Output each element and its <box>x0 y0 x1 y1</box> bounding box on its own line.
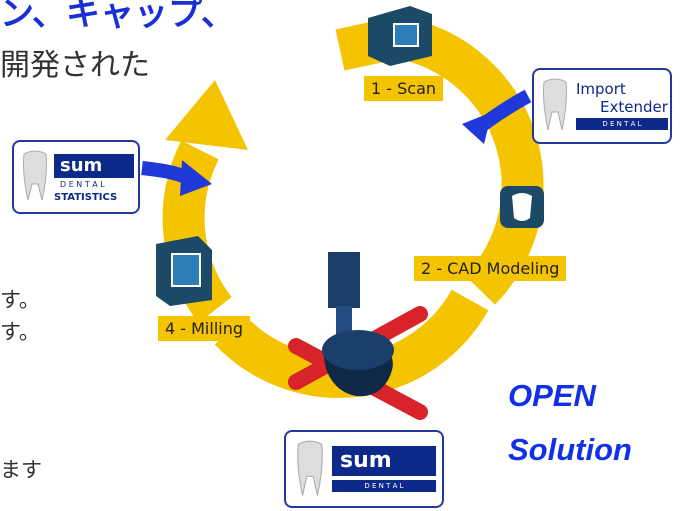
statistics-text: STATISTICS <box>54 192 118 203</box>
import-dental-text: D E N T A L <box>576 118 668 130</box>
body-line-1: す。 <box>0 289 40 312</box>
milling-tool-icon <box>288 252 428 420</box>
milling-machine-icon <box>156 236 212 306</box>
dental-brand: sum <box>332 446 436 476</box>
scanner-icon <box>368 6 432 66</box>
body-line-2: す。 <box>0 321 40 344</box>
cycle-arrowhead <box>165 80 248 150</box>
subtitle-fragment: 開発された <box>0 49 150 82</box>
statistics-arrowhead <box>180 160 212 196</box>
tooth-icon <box>543 78 567 131</box>
import-arrowhead <box>462 112 492 144</box>
import-text: Import <box>576 80 626 98</box>
open-text: OPEN <box>508 378 596 413</box>
step-cad-label: 2 - CAD Modeling <box>414 256 567 281</box>
import-extender-badge: Import Extender D E N T A L <box>532 68 672 144</box>
statistics-dental-text: D E N T A L <box>60 180 105 189</box>
solution-text: Solution <box>508 432 632 467</box>
cycle-arrow-right <box>404 19 544 305</box>
sum-dental-badge: sum D E N T A L <box>284 430 444 508</box>
dental-text: D E N T A L <box>332 480 436 492</box>
step-milling-label: 4 - Milling <box>158 316 251 341</box>
crown-icon <box>500 186 544 228</box>
body-line-3: ます <box>0 459 42 482</box>
tooth-icon <box>297 440 323 496</box>
sum-statistics-badge: sum D E N T A L STATISTICS <box>12 140 140 214</box>
title-fragment: ン、キャップ、 <box>0 0 235 33</box>
tooth-icon <box>23 150 47 201</box>
extender-text: Extender <box>600 98 668 116</box>
statistics-brand: sum <box>54 154 134 178</box>
step-scan-label: 1 - Scan <box>364 76 444 101</box>
